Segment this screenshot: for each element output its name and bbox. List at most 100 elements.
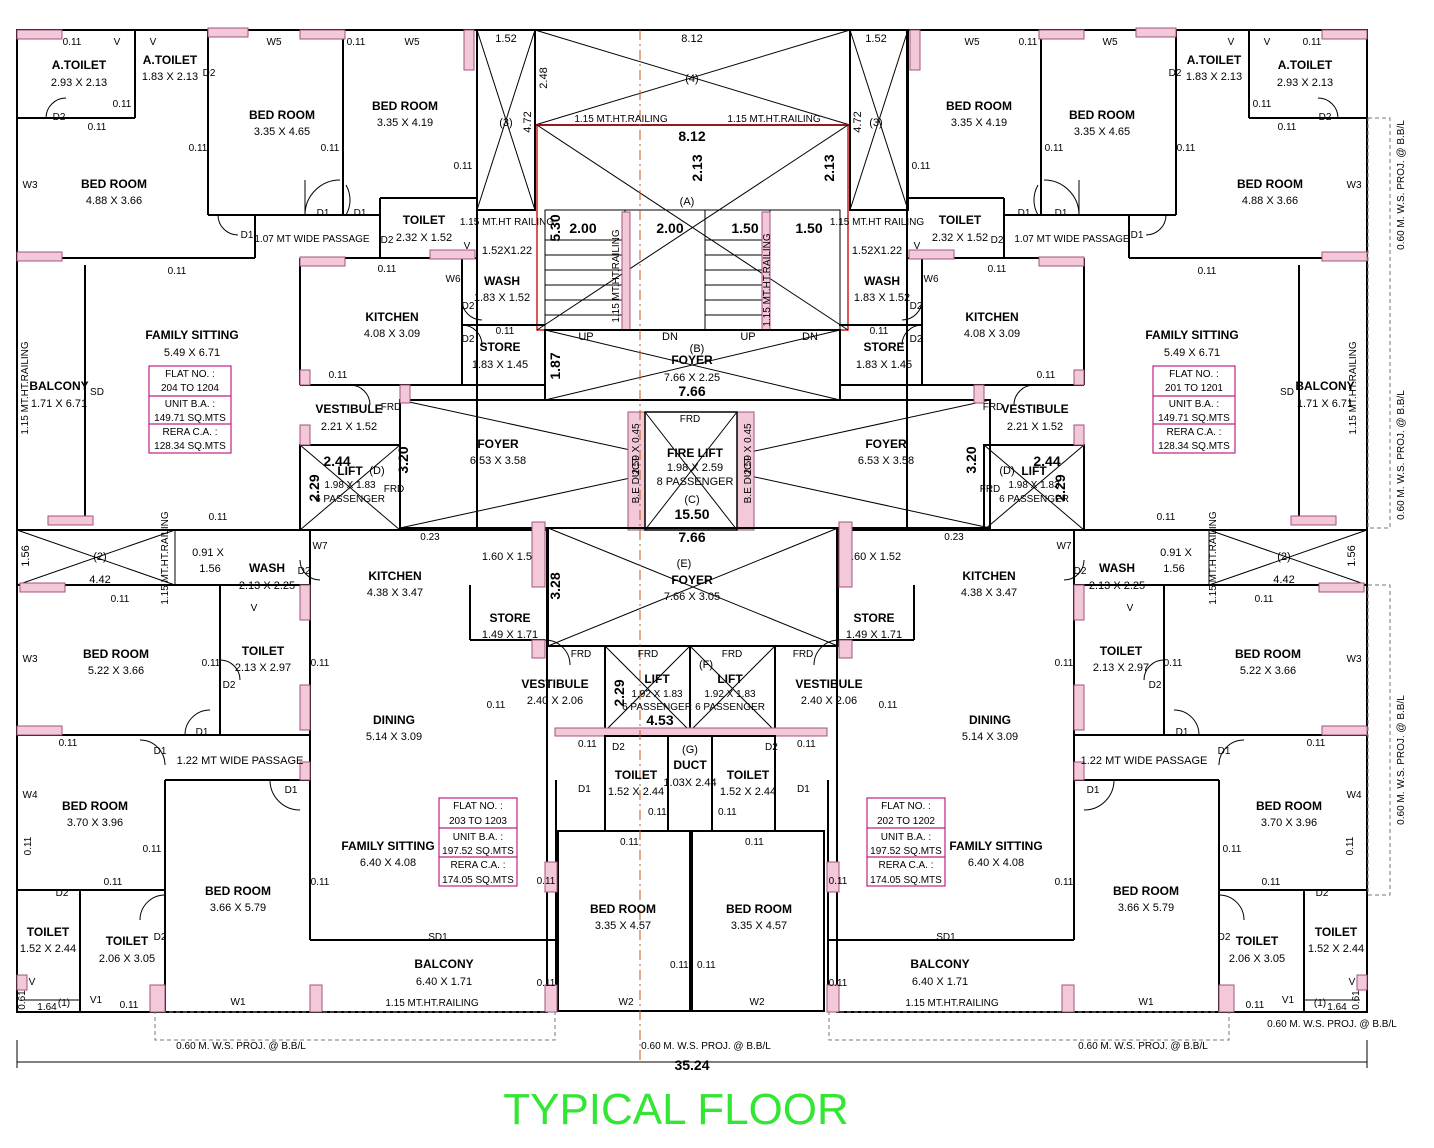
toilet-1-dim-right: 2.32 X 1.52 <box>932 232 988 244</box>
balcony-1-dim-right: 1.71 X 6.71 <box>1297 398 1353 410</box>
wing-left <box>16 27 571 1041</box>
void-1-dim-061-right: 0.61 <box>1351 990 1362 1010</box>
flight-2: 2.00 <box>656 220 683 236</box>
void-1-dim-061: 0.61 <box>17 990 28 1010</box>
void-2-dim-156: 1.56 <box>20 545 32 566</box>
foyer-e-dim-328: 3.28 <box>547 572 563 599</box>
wall-011-p: 0.11 <box>487 700 506 711</box>
bed-room-6-dim-right: 3.66 X 5.79 <box>1118 902 1174 914</box>
window-w7: W7 <box>313 541 328 552</box>
wall-011-x-right: 0.11 <box>1246 1000 1265 1011</box>
wall-011-l: 0.11 <box>329 370 348 381</box>
window-w3-b-right: W3 <box>1347 654 1362 665</box>
store-2-right: STORE <box>853 611 894 625</box>
void-2-mark: (2) <box>93 551 106 563</box>
wash-2-dim: 2.13 X 2.25 <box>239 580 295 592</box>
bed-room-3: BED ROOM <box>81 177 147 191</box>
foyer-b-label: FOYER <box>671 353 713 367</box>
core-ws-proj: 0.60 M. W.S. PROJ. @ B.B/L <box>641 1041 771 1052</box>
bed-room-6-right: BED ROOM <box>1113 884 1179 898</box>
wing-right-labels: A.TOILET 2.93 X 2.13 A.TOILET 1.83 X 2.1… <box>793 37 1364 1052</box>
lift-1-frd: FRD <box>384 484 405 495</box>
toilet-2-dim: 2.13 X 2.97 <box>235 662 291 674</box>
flat-a-rera-right: 128.34 SQ.MTS <box>1158 441 1230 452</box>
foyer-b-width: 7.66 <box>678 383 705 399</box>
wall-011-i: 0.11 <box>168 266 187 277</box>
bed-room-1: BED ROOM <box>249 108 315 122</box>
door-d2-a-right: D2 <box>1319 112 1332 123</box>
flight-4: 1.50 <box>795 220 822 236</box>
foyer-1-dim-right: 6.53 X 3.58 <box>858 455 914 467</box>
wall-011-a: 0.11 <box>209 512 228 523</box>
void-2-dim: 4.42 <box>89 574 110 586</box>
page-title: TYPICAL FLOOR <box>503 1085 849 1134</box>
wall-011-r: 0.11 <box>23 836 34 855</box>
vent-v-4: V <box>251 603 258 614</box>
flat-a-box <box>1152 365 1236 454</box>
door-d2-e: D2 <box>462 334 475 345</box>
bed-room-3-right: BED ROOM <box>1237 177 1303 191</box>
window-w6-right: W6 <box>924 274 939 285</box>
railing-152-right: 1.15 MT.HT RAILING <box>830 217 925 228</box>
store-1: STORE <box>479 340 520 354</box>
passage-107: 1.07 MT WIDE PASSAGE <box>254 234 370 245</box>
lift-1-dim-229: 2.29 <box>306 474 322 501</box>
foyer-e-width: 7.66 <box>678 529 705 545</box>
bed-room-1-dim: 3.35 X 4.65 <box>254 126 310 138</box>
bed-room-5-dim-right: 3.70 X 3.96 <box>1261 817 1317 829</box>
duct-mark-g: (G) <box>682 744 698 756</box>
family-sitting-2-dim-right: 6.40 X 4.08 <box>968 857 1024 869</box>
toilet-1: TOILET <box>403 213 446 227</box>
railing-152-dim-right: 1.52X1.22 <box>852 245 902 257</box>
stair-width: 8.12 <box>678 128 705 144</box>
toilet-3-dim: 1.52 X 2.44 <box>20 943 76 955</box>
core-bed-left: BED ROOM <box>590 902 656 916</box>
door-d2-h: D2 <box>56 888 69 899</box>
core-w2-left: W2 <box>619 997 634 1008</box>
wall-011-t: 0.11 <box>104 877 123 888</box>
vent-v-5: V <box>29 977 36 988</box>
toilet-1-dim: 2.32 X 1.52 <box>396 232 452 244</box>
stair-dn-2: DN <box>802 331 818 343</box>
vestibule-1-dim: 2.21 X 1.52 <box>321 421 377 433</box>
flat-b-rera-label: RERA C.A. : <box>450 860 505 871</box>
dim-023: 0.23 <box>420 532 440 543</box>
void-1-dim-right: 1.64 <box>1327 1002 1347 1013</box>
balcony-2-rail: 1.15 MT.HT.RAILING <box>385 998 479 1009</box>
stair-dim-213-right: 2.13 <box>821 154 837 181</box>
core-w2-right: W2 <box>750 997 765 1008</box>
ws-proj-right-bottom: 0.60 M. W.S. PROJ. @ B.B/L <box>1267 1019 1397 1030</box>
dim-023-right: 0.23 <box>944 532 964 543</box>
balcony-1-dim: 1.71 X 6.71 <box>31 398 87 410</box>
door-d2-f: D2 <box>298 566 311 577</box>
void-2-dim-right: 4.42 <box>1273 574 1294 586</box>
window-w1-right: W1 <box>1139 997 1154 1008</box>
flat-a-no-label: FLAT NO. : <box>165 369 215 380</box>
door-d1-d: D1 <box>196 727 209 738</box>
lift-dim-229: 2.29 <box>611 679 627 706</box>
window-w6: W6 <box>446 274 461 285</box>
wash-2: WASH <box>249 561 285 575</box>
vent-v-3-right: V <box>914 241 921 252</box>
flat-b-rera-label-right: RERA C.A. : <box>878 860 933 871</box>
core-toilet-left-dim: 1.52 X 2.44 <box>608 786 664 798</box>
core-toilet-left: TOILET <box>615 768 658 782</box>
a-toilet-1-dim-right: 2.93 X 2.13 <box>1277 77 1333 89</box>
vestibule-2-dim-right: 2.40 X 2.06 <box>801 695 857 707</box>
wall-011-e-right: 0.11 <box>1177 143 1196 154</box>
vestibule-2-dim: 2.40 X 2.06 <box>527 695 583 707</box>
wall-011-g: 0.11 <box>347 37 366 48</box>
store-2-dim-right: 1.49 X 1.71 <box>846 629 902 641</box>
core-top-width: 8.12 <box>681 33 702 45</box>
railing-152: 1.15 MT.HT RAILING <box>460 217 555 228</box>
dim-091: 0.91 X <box>192 547 224 559</box>
ws-proj-right-3: 0.60 M. W.S. PROJ. @ B.B/L <box>1396 695 1407 825</box>
lift-right-pass: 6 PASSENGER <box>695 702 765 713</box>
wall-011-f-right: 0.11 <box>1045 143 1064 154</box>
railing-152-dim: 1.52X1.22 <box>482 245 532 257</box>
vent-v1-right: V1 <box>1282 995 1295 1006</box>
vestibule-2-frd-right: FRD <box>793 649 814 660</box>
balcony-1: BALCONY <box>29 379 88 393</box>
window-w4: W4 <box>23 790 38 801</box>
lift-1-pass-right: 6 PASSENGER <box>999 494 1069 505</box>
